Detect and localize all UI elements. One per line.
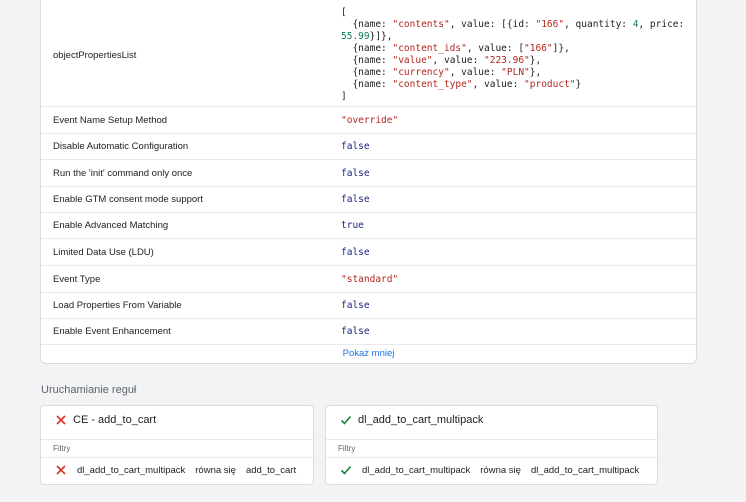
divider — [326, 439, 657, 440]
json-token: {name: — [341, 67, 393, 78]
json-token: , quantity: — [564, 19, 633, 30]
property-value: true — [341, 220, 364, 231]
property-name: Load Properties From Variable — [53, 300, 182, 311]
property-row: Load Properties From Variable false — [41, 292, 696, 319]
filters-label: Filtry — [338, 444, 356, 453]
json-token: ]}, — [552, 43, 570, 54]
property-value: false — [341, 141, 370, 152]
json-token: {name: — [341, 43, 393, 54]
json-token: }, — [529, 55, 542, 66]
property-value: false — [341, 326, 370, 337]
json-token: "currency" — [392, 67, 450, 78]
property-row: Enable Advanced Matching true — [41, 212, 696, 239]
json-token: "PLN" — [501, 67, 530, 78]
property-name: Enable GTM consent mode support — [53, 194, 203, 205]
property-name: Enable Event Enhancement — [53, 326, 171, 337]
json-token: "166" — [535, 19, 565, 30]
property-name: Event Name Setup Method — [53, 115, 168, 126]
json-token: , price: — [638, 19, 685, 30]
trigger-name: CE - add_to_cart — [73, 414, 157, 426]
json-line: 55.99}]}, — [341, 31, 684, 43]
property-row: Limited Data Use (LDU) false — [41, 239, 696, 266]
json-line: ] — [341, 91, 684, 103]
divider — [326, 457, 657, 458]
json-token: 55.99 — [341, 31, 370, 42]
json-token: "166" — [524, 43, 553, 54]
json-token: "content_type" — [392, 79, 473, 90]
show-less-link[interactable]: Pokaż mniej — [342, 348, 395, 359]
property-name: objectPropertiesList — [53, 50, 137, 61]
property-name: Enable Advanced Matching — [53, 220, 169, 231]
property-name: Run the 'init' command only once — [53, 168, 193, 179]
json-token: , value: — [449, 67, 502, 78]
trigger-header: dl_add_to_cart_multipack — [340, 414, 483, 426]
json-token: , value: — [432, 55, 485, 66]
check-icon — [340, 414, 352, 426]
firing-triggers-title: Uruchamianie reguł — [41, 384, 137, 396]
property-row: Enable Event Enhancement false — [41, 318, 696, 345]
json-token: {name: — [341, 19, 393, 30]
json-token: ] — [341, 91, 347, 102]
property-row: Event Name Setup Method "override" — [41, 107, 696, 134]
json-token: "contents" — [392, 19, 450, 30]
property-name: Limited Data Use (LDU) — [53, 247, 154, 258]
json-token: "content_ids" — [392, 43, 467, 54]
json-line: [ — [341, 7, 684, 19]
json-line: {name: "currency", value: "PLN"}, — [341, 67, 684, 79]
property-value: false — [341, 194, 370, 205]
property-value: "override" — [341, 115, 399, 126]
property-value: "standard" — [341, 274, 399, 285]
filter-operator: równa się — [480, 464, 521, 476]
property-row-object-properties-list: objectPropertiesList [ {name: "contents"… — [41, 0, 696, 107]
filter-variable: dl_add_to_cart_multipack — [362, 464, 471, 476]
property-row: Enable GTM consent mode support false — [41, 186, 696, 213]
trigger-header: CE - add_to_cart — [55, 414, 156, 426]
json-token: }, — [529, 67, 542, 78]
property-value-json: [ {name: "contents", value: [{id: "166",… — [341, 7, 684, 103]
json-token: "value" — [392, 55, 433, 66]
json-token: , value: [{id: — [449, 19, 536, 30]
filters-label: Filtry — [53, 444, 71, 453]
json-line: {name: "content_type", value: "product"} — [341, 79, 684, 91]
json-token: }]}, — [369, 31, 393, 42]
json-token: {name: — [341, 79, 393, 90]
json-line: {name: "content_ids", value: ["166"]}, — [341, 43, 684, 55]
property-value: false — [341, 247, 370, 258]
json-token: "223.96" — [484, 55, 530, 66]
filter-operator: równa się — [195, 464, 236, 476]
filter-value: add_to_cart — [245, 464, 297, 476]
json-line: {name: "contents", value: [{id: "166", q… — [341, 19, 684, 31]
json-token: 4 — [632, 19, 639, 30]
filter-value: dl_add_to_cart_multipack — [530, 464, 640, 476]
check-icon — [340, 464, 352, 476]
property-name: Event Type — [53, 274, 101, 285]
filter-row: dl_add_to_cart_multipack równa się add_to_… — [55, 464, 296, 476]
property-value: false — [341, 300, 370, 311]
property-value: false — [341, 168, 370, 179]
property-row: Run the 'init' command only once false — [41, 160, 696, 187]
json-token: {name: — [341, 55, 393, 66]
filter-variable: dl_add_to_cart_multipack — [77, 464, 186, 476]
json-token: "product" — [524, 79, 576, 90]
tag-properties-card: objectPropertiesList [ {name: "contents"… — [40, 0, 697, 364]
divider — [41, 457, 313, 458]
json-line: {name: "value", value: "223.96"}, — [341, 55, 684, 67]
property-row: Disable Automatic Configuration false — [41, 133, 696, 160]
property-row: Event Type "standard" — [41, 266, 696, 293]
json-token: , value: [ — [466, 43, 525, 54]
property-name: Disable Automatic Configuration — [53, 141, 189, 152]
json-token: [ — [341, 7, 347, 18]
divider — [41, 439, 313, 440]
cross-icon — [55, 414, 67, 426]
trigger-name: dl_add_to_cart_multipack — [358, 414, 484, 426]
json-token: } — [575, 79, 582, 90]
json-token: , value: — [472, 79, 525, 90]
filter-row: dl_add_to_cart_multipack równa się dl_add_… — [340, 464, 639, 476]
cross-icon — [55, 464, 67, 476]
